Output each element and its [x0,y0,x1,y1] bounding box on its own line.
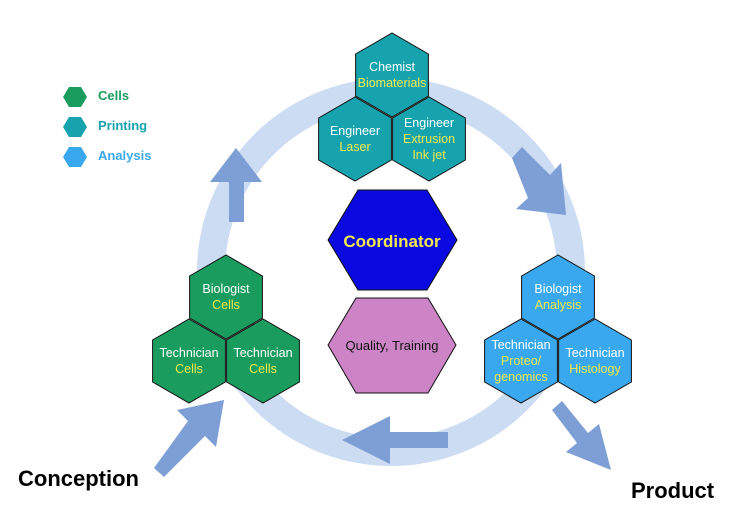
member-role: Engineer [330,124,380,138]
member-role: Engineer [404,116,454,130]
member-specialty: Cells [249,362,277,376]
legend-label: Printing [98,118,148,133]
hexagon-shape [226,318,300,404]
member-specialty: Extrusion [403,132,455,146]
legend-hexagon-icon [63,147,87,167]
printing-team: ChemistBiomaterialsEngineerLaserEngineer… [318,32,466,182]
product-arrow [552,401,611,470]
member-role: Technician [491,338,550,352]
arrow-left-bottom [342,416,448,464]
cycle-arrows [210,147,566,464]
legend-label: Analysis [98,148,152,163]
member-role: Biologist [202,282,250,296]
product-label: Product [631,478,715,503]
hexagon-shape [484,318,558,404]
hexagon-shape [355,32,429,118]
conception-label: Conception [18,466,139,491]
member-specialty: Ink jet [412,148,446,162]
hexagon-shape [152,318,226,404]
hexagon-shape [189,254,263,340]
quality-training-hexagon: Quality, Training [327,297,457,394]
hexagon-shape [521,254,595,340]
member-specialty: Cells [212,298,240,312]
analysis-team: BiologistAnalysisTechnicianProteo/genomi… [484,254,632,404]
member-specialty: Histology [569,362,621,376]
conception-arrow [154,400,224,477]
coordinator-hexagon: Coordinator [327,189,458,291]
arrow-up-left [210,148,262,222]
member-role: Technician [565,346,624,360]
member-specialty: Cells [175,362,203,376]
member-role: Chemist [369,60,415,74]
hexagon-shape [558,318,632,404]
cells-team: BiologistCellsTechnicianCellsTechnicianC… [152,254,300,404]
member-role: Technician [159,346,218,360]
member-role: Biologist [534,282,582,296]
hexagon-shape [318,96,392,182]
legend-label: Cells [98,88,130,103]
member-specialty: Proteo/ [501,354,542,368]
legend-hexagon-icon [63,87,87,107]
member-specialty: genomics [494,370,548,384]
member-role: Technician [233,346,292,360]
member-specialty: Laser [339,140,370,154]
arrow-down-right [512,147,566,215]
legend-hexagon-icon [63,117,87,137]
quality-training-label: Quality, Training [346,338,439,353]
member-specialty: Biomaterials [358,76,427,90]
hexagon-shape [392,96,466,182]
coordinator-label: Coordinator [343,232,441,251]
member-specialty: Analysis [535,298,582,312]
